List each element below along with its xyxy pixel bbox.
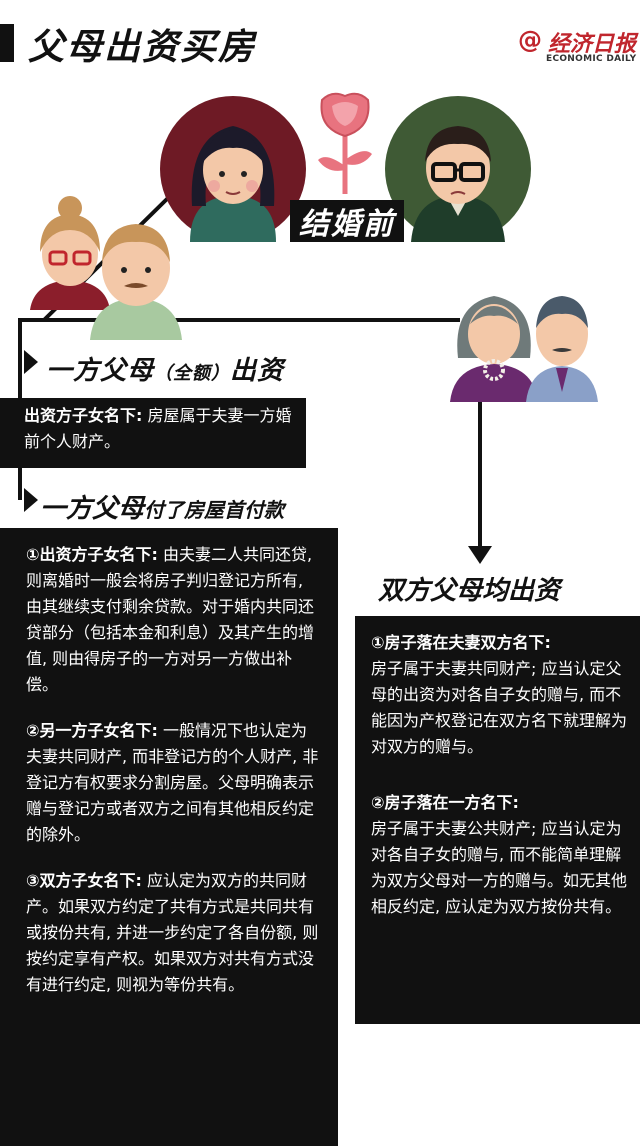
logo-text: 经济日报 [548,31,637,57]
down-item-2-lead: ②另一方子女名下: [26,721,158,740]
box-one-side-full: 出资方子女名下: 房屋属于夫妻一方婚前个人财产。 [0,398,306,468]
page-title: 父母出资买房 [28,27,257,68]
box-one-side-full-text: 房屋属于夫妻一方婚前个人财产。 [24,406,292,451]
both-item-2-text: 房子属于夫妻公共财产; 应当认定为对各自子女的赠与, 而不能简单理解为双方父母对… [371,819,628,916]
down-item-3: ③双方子女名下: 应认定为双方的共同财产。如果双方约定了共有方式是共同共有或按份… [26,868,322,998]
down-item-3-lead: ③双方子女名下: [26,871,142,890]
down-item-2-text: 一般情况下也认定为夫妻共同财产, 而非登记方的个人财产, 非登记方有权要求分割房… [26,721,319,844]
both-item-2: ②房子落在一方名下: 房子属于夫妻公共财产; 应当认定为对各自子女的赠与, 而不能… [371,790,628,920]
heading-one-side-full-b: 出资 [230,356,285,386]
both-item-1: ①房子落在夫妻双方名下: 房子属于夫妻共同财产; 应当认定父母的出资为对各自子女的… [371,630,628,760]
logo-at: @ [518,26,542,54]
parents-right-avatar [450,296,598,402]
box-one-side-down: ①出资方子女名下: 由夫妻二人共同还贷, 则离婚时一般会将房子判归登记方所有, … [0,528,338,1146]
heading-one-side-full-paren: （全额） [154,363,231,384]
before-marriage-badge: 结婚前 [290,200,404,242]
heading-one-side-full: 一方父母（全额）出资 [46,350,284,387]
both-item-1-lead: ①房子落在夫妻双方名下: [371,633,551,652]
down-item-3-text: 应认定为双方的共同财产。如果双方约定了共有方式是共同共有或按份共有, 并进一步约… [26,871,319,994]
heading-one-side-down-a: 一方父母 [40,494,145,524]
heading-both-sides: 双方父母均出资 [378,576,561,606]
box-both-sides: ①房子落在夫妻双方名下: 房子属于夫妻共同财产; 应当认定父母的出资为对各自子女的… [355,616,640,1024]
logo-english: ECONOMIC DAILY [546,54,637,64]
both-item-2-lead: ②房子落在一方名下: [371,793,519,812]
down-item-1: ①出资方子女名下: 由夫妻二人共同还贷, 则离婚时一般会将房子判归登记方所有, … [26,542,322,698]
down-item-1-text: 由夫妻二人共同还贷, 则离婚时一般会将房子判归登记方所有, 由其继续支付剩余贷款… [26,545,315,694]
down-item-2: ②另一方子女名下: 一般情况下也认定为夫妻共同财产, 而非登记方的个人财产, 非… [26,718,322,848]
down-item-1-lead: ①出资方子女名下: [26,545,158,564]
box-one-side-full-lead: 出资方子女名下: [24,406,143,425]
both-item-1-text: 房子属于夫妻共同财产; 应当认定父母的出资为对各自子女的赠与, 而不能因为产权登… [371,659,628,756]
title-bar [0,24,14,62]
groom-avatar [385,96,531,242]
heading-one-side-full-a: 一方父母 [46,356,155,386]
heading-one-side-down: 一方父母付了房屋首付款 [40,488,284,525]
rose-icon [318,92,372,194]
parents-left-avatar [30,196,182,340]
bride-avatar [160,96,306,242]
heading-one-side-down-b: 付了房屋首付款 [144,498,285,522]
